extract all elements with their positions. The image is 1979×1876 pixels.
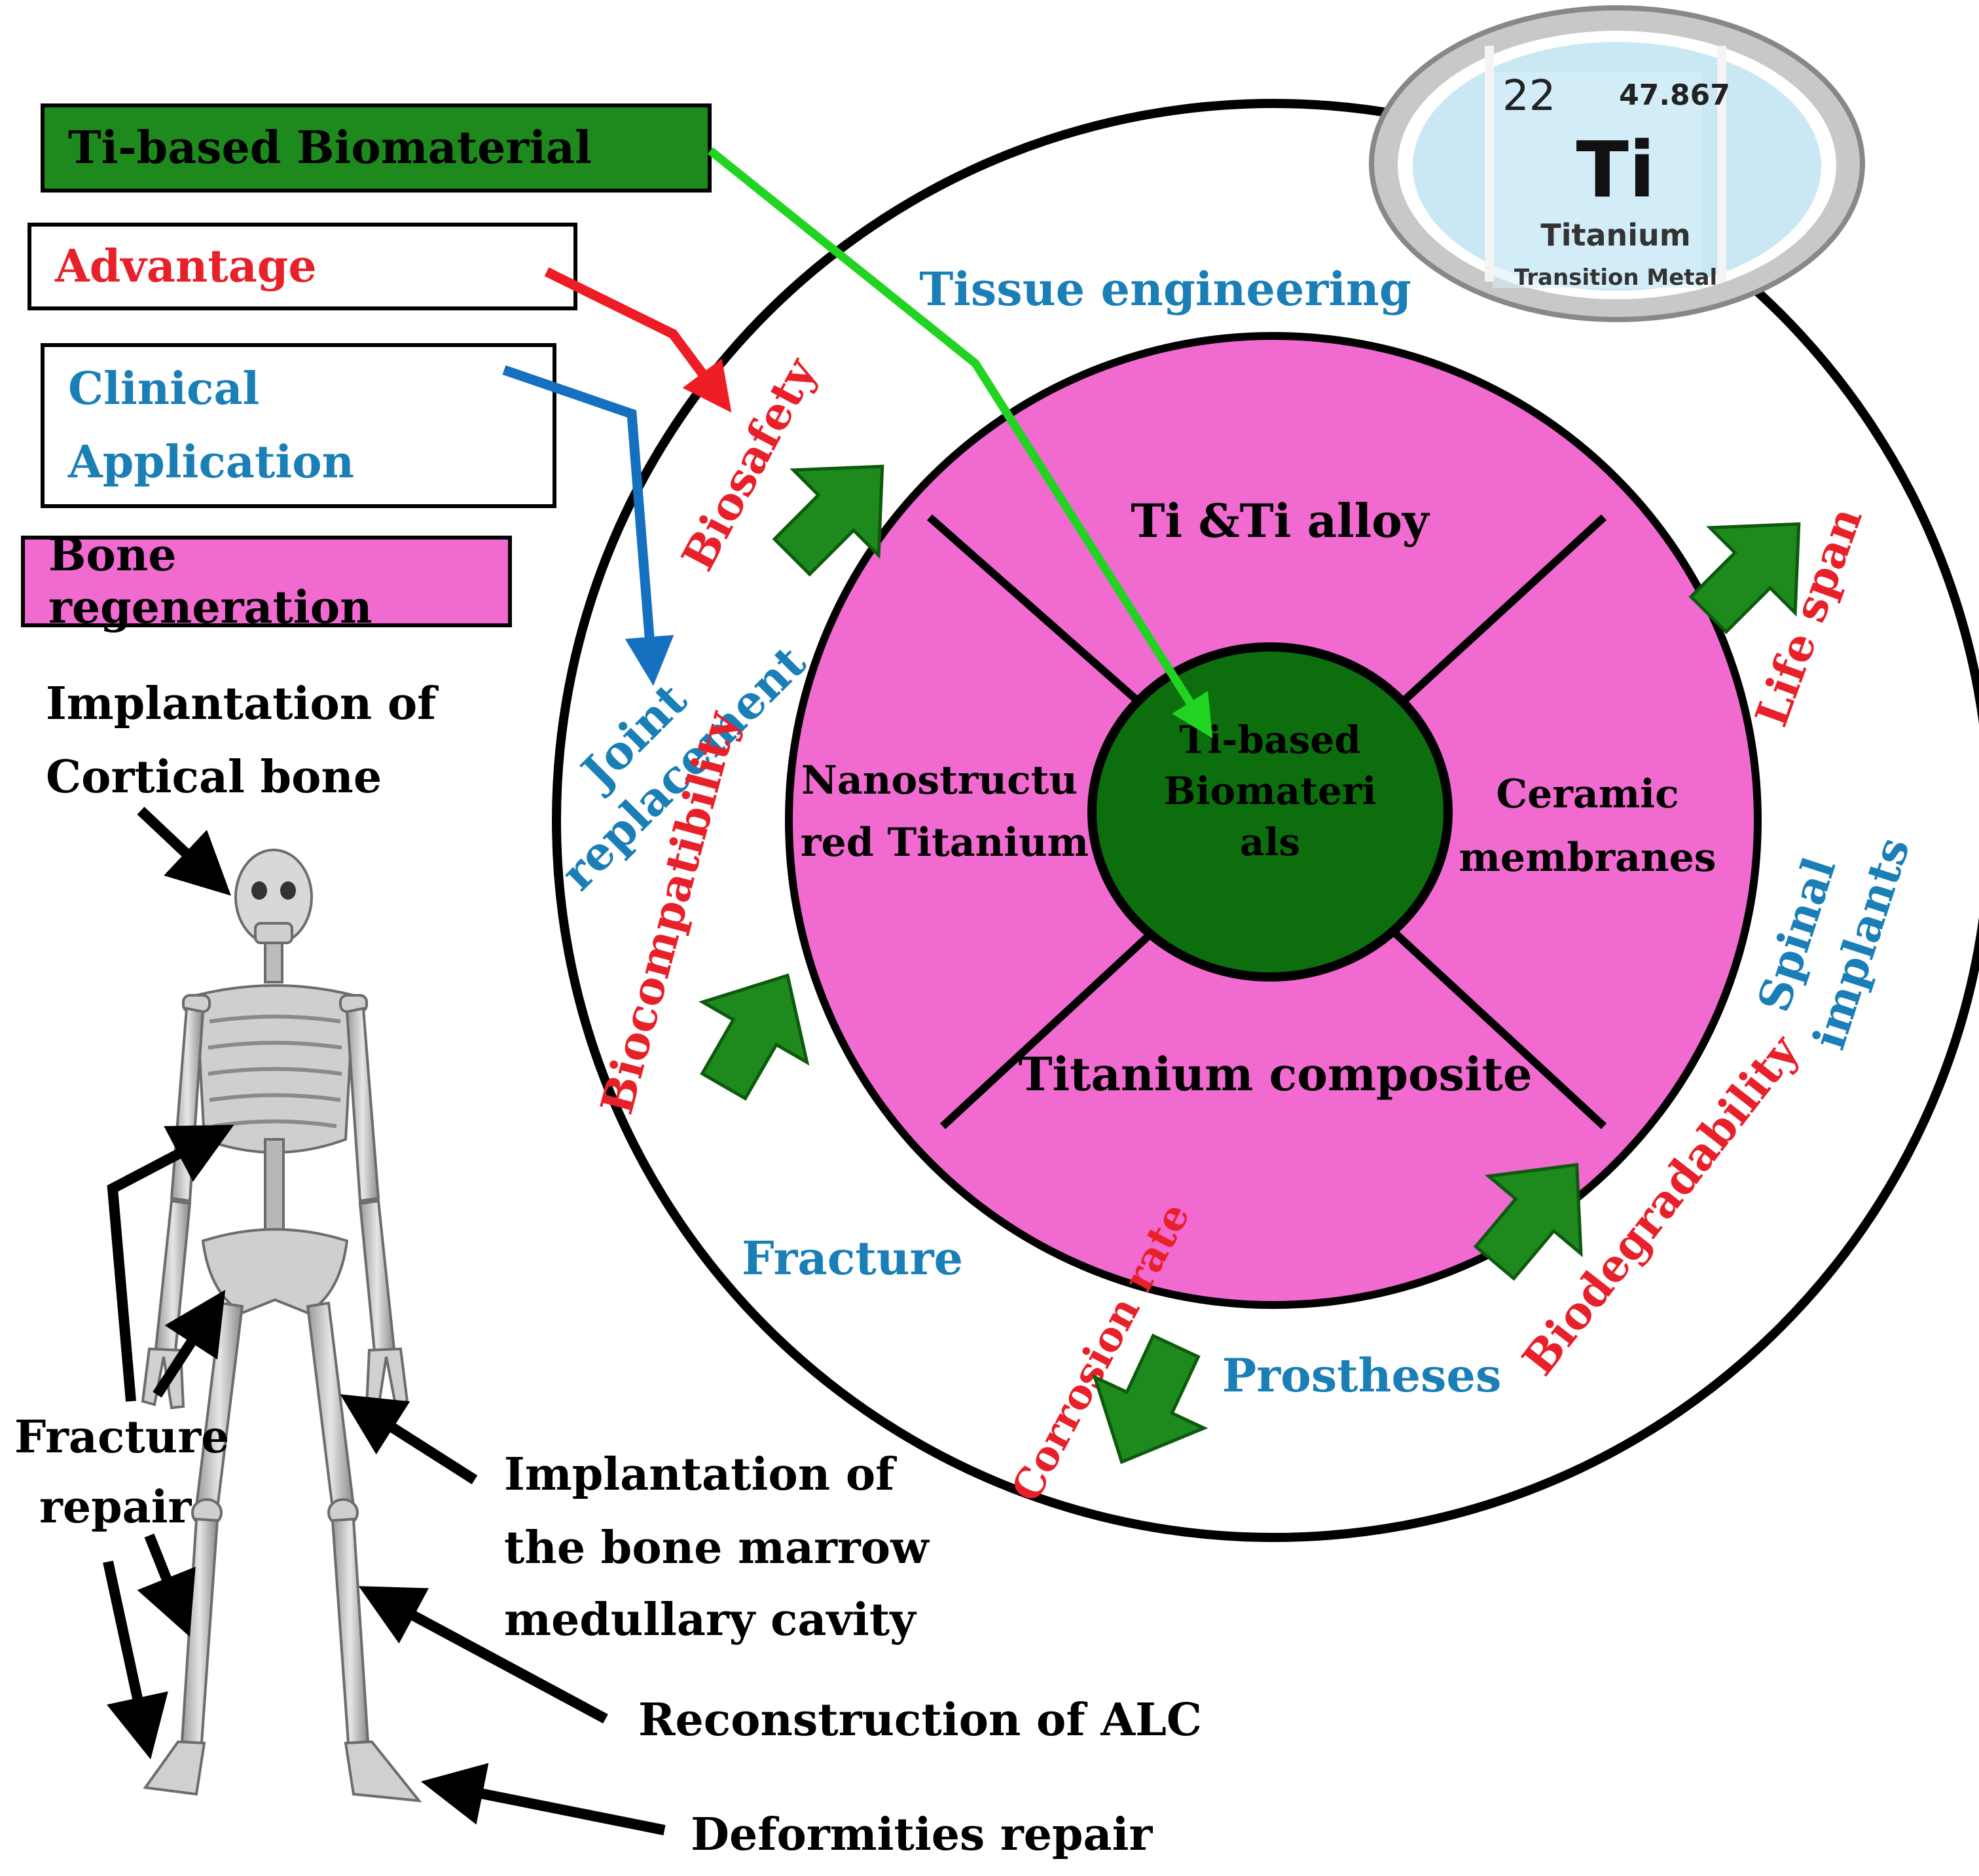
legend-clinical-label-line1: Clinical bbox=[68, 363, 260, 415]
quadrant-right-label-line2: membranes bbox=[1459, 835, 1716, 881]
pointer-arrow-cortical bbox=[137, 807, 231, 896]
legend-clinical-label-line2: Application bbox=[68, 436, 355, 488]
label-fracture: Fracture bbox=[742, 1231, 963, 1285]
legend-advantage-box: Advantage bbox=[27, 223, 577, 310]
left-tibia bbox=[180, 1517, 219, 1745]
right-hand bbox=[365, 1347, 409, 1410]
label-cortical-line1: Implantation of bbox=[46, 678, 439, 730]
pointer-arrow-fracture-shin bbox=[137, 1534, 196, 1637]
quadrant-top-label: Ti &Ti alloy bbox=[1131, 494, 1430, 548]
right-forearm bbox=[358, 1199, 396, 1353]
label-alc: Reconstruction of ALC bbox=[638, 1694, 1202, 1746]
center-label-line2: Biomateri bbox=[1164, 769, 1377, 813]
quadrant-left-label-line1: Nanostructu bbox=[801, 758, 1078, 803]
element-number: 22 bbox=[1502, 72, 1555, 120]
element-symbol: Ti bbox=[1576, 124, 1656, 215]
element-name: Titanium bbox=[1540, 217, 1690, 253]
left-forearm bbox=[154, 1199, 192, 1353]
green-arrow-biosafety bbox=[772, 464, 884, 577]
titanium-element-card: 22 47.867 Ti Titanium Transition Metal bbox=[1369, 5, 1865, 322]
pelvis bbox=[201, 1228, 349, 1315]
spine bbox=[264, 1138, 285, 1239]
connector-arrow-clinical bbox=[502, 365, 674, 686]
legend-bone-regen-label: Bone regeneration bbox=[48, 529, 372, 634]
quadrant-left-label-line2: red Titanium bbox=[801, 820, 1089, 866]
label-marrow-line1: Implantation of bbox=[504, 1448, 897, 1501]
right-upper-arm bbox=[345, 1006, 380, 1203]
pointer-arrow-fracture-spine bbox=[107, 1124, 234, 1402]
center-label-line3: als bbox=[1240, 820, 1300, 864]
label-deformities: Deformities repair bbox=[691, 1809, 1153, 1861]
skeleton-figure bbox=[141, 849, 422, 1803]
pointer-arrow-alc bbox=[358, 1586, 608, 1724]
label-prostheses: Prostheses bbox=[1222, 1348, 1502, 1403]
label-marrow-line2: the bone marrow bbox=[504, 1522, 930, 1574]
legend-ti-based-box: Ti-based Biomaterial bbox=[41, 103, 712, 193]
green-arrow-corrosion bbox=[1092, 1333, 1208, 1465]
pointer-arrow-deformities bbox=[420, 1763, 666, 1835]
legend-clinical-box: Clinical Application bbox=[41, 343, 556, 508]
label-tissue-engineering: Tissue engineering bbox=[919, 262, 1411, 316]
pointer-arrow-fracture-hip bbox=[153, 1289, 226, 1398]
label-fracture-line2: repair bbox=[39, 1481, 192, 1534]
label-fracture-line1: Fracture bbox=[14, 1411, 229, 1463]
green-arrow-biocompatibility bbox=[699, 973, 810, 1101]
right-tibia bbox=[331, 1517, 370, 1745]
right-foot bbox=[344, 1740, 422, 1803]
legend-ti-based-label: Ti-based Biomaterial bbox=[68, 122, 592, 174]
inner-ring bbox=[785, 332, 1762, 1309]
element-category: Transition Metal bbox=[1514, 265, 1717, 291]
pointer-arrow-fracture-foot bbox=[103, 1560, 168, 1759]
connector-arrow-advantage bbox=[544, 267, 732, 413]
pointer-arrow-marrow bbox=[340, 1394, 478, 1484]
left-upper-arm bbox=[170, 1006, 205, 1203]
green-arrow-biodegradability bbox=[1473, 1162, 1583, 1281]
label-marrow-line3: medullary cavity bbox=[504, 1594, 917, 1646]
quadrant-bottom-label: Titanium composite bbox=[1018, 1047, 1532, 1101]
quadrant-right-label-line1: Ceramic bbox=[1496, 771, 1679, 817]
element-mass: 47.867 bbox=[1619, 79, 1730, 112]
center-label-line1: Ti-based bbox=[1179, 718, 1361, 762]
green-arrow-lifespan bbox=[1688, 522, 1801, 635]
left-femur bbox=[194, 1301, 244, 1511]
legend-advantage-label: Advantage bbox=[55, 240, 317, 293]
legend-bone-regen-box: Bone regeneration bbox=[21, 529, 512, 634]
right-femur bbox=[306, 1301, 355, 1511]
left-foot bbox=[143, 1740, 206, 1796]
label-cortical-line2: Cortical bone bbox=[46, 751, 382, 803]
connector-arrow-ti-based bbox=[707, 147, 1213, 739]
